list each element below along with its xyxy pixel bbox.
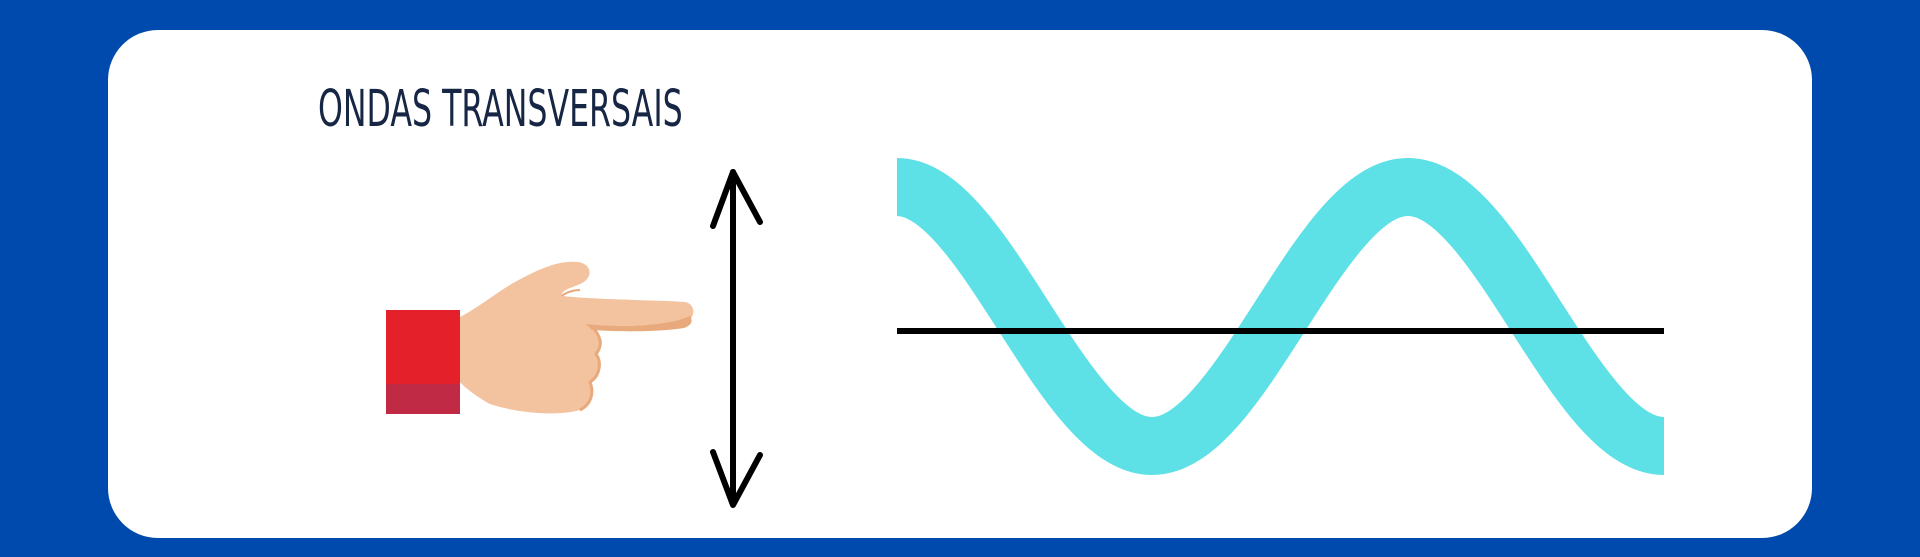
hand-shadow bbox=[586, 316, 692, 332]
hand-knuckle-line bbox=[579, 325, 602, 412]
arrow-head-top bbox=[710, 169, 763, 229]
thumb-line bbox=[561, 289, 581, 297]
hand-skin bbox=[458, 261, 694, 414]
pointing-hand-icon bbox=[386, 261, 694, 414]
double-vertical-arrow-icon bbox=[710, 169, 763, 508]
diagram-title: ONDAS TRANSVERSAIS bbox=[318, 80, 683, 139]
sleeve-shadow bbox=[386, 384, 460, 414]
arrow-head-bottom bbox=[710, 449, 763, 508]
wave bbox=[893, 157, 1668, 476]
